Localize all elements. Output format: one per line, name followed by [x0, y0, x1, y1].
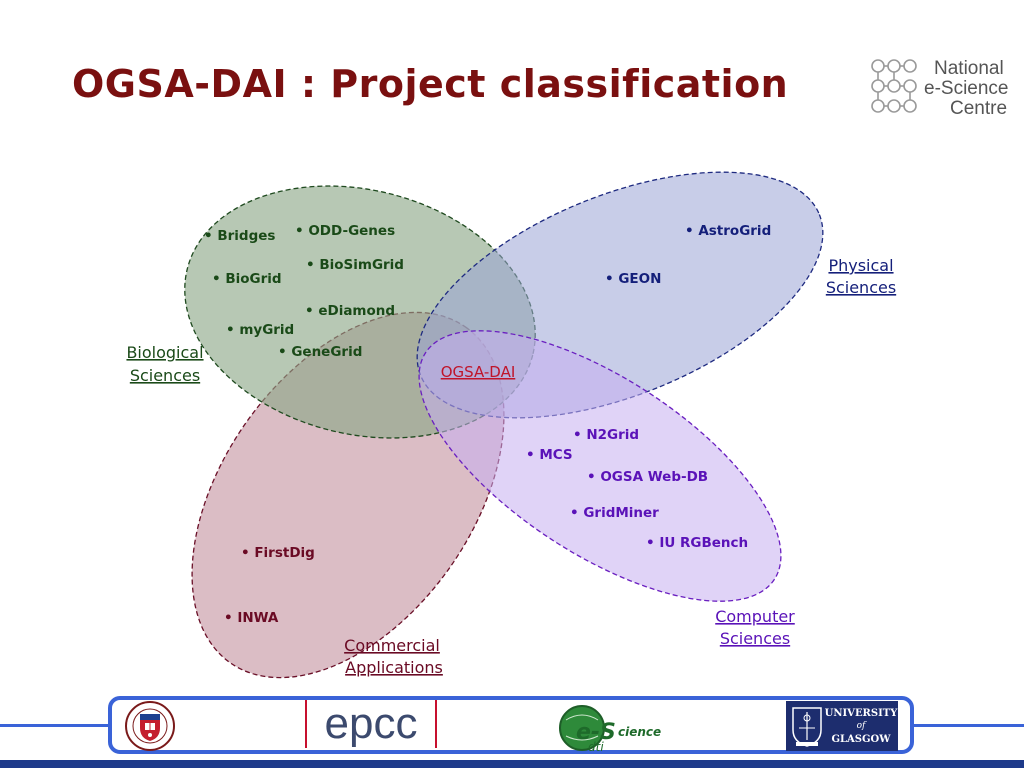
escience-e: e-S — [576, 720, 616, 745]
edinburgh-crest-icon — [125, 701, 175, 751]
label-biological-2: Sciences — [130, 366, 200, 385]
glasgow-logo: UNIVERSITY of GLASGOW — [786, 701, 898, 751]
nesc-line1: National — [934, 58, 1004, 79]
item-mcs: • MCS — [526, 447, 573, 463]
epcc-logo: epcc — [305, 699, 437, 748]
escience-rest: cience — [618, 725, 661, 739]
item-biosimgrid: • BioSimGrid — [306, 257, 404, 273]
glasgow-line2: of — [856, 720, 866, 731]
slide-title: OGSA-DAI : Project classification — [72, 62, 789, 106]
label-computer-2: Sciences — [720, 629, 790, 648]
label-commercial-2: Applications — [345, 658, 443, 677]
glasgow-line1: UNIVERSITY — [824, 707, 898, 719]
nesc-line2: e-Science — [924, 78, 1009, 99]
label-biological-1: Biological — [126, 343, 203, 362]
nesc-logo-icon: National e-Science Centre — [871, 58, 1009, 119]
item-geon: • GEON — [605, 271, 661, 287]
item-odd-genes: • ODD-Genes — [295, 223, 395, 239]
label-physical-2: Sciences — [826, 278, 896, 297]
label-computer-1: Computer — [715, 607, 795, 626]
item-ogsa-web-db: • OGSA Web-DB — [587, 469, 708, 485]
bottom-band — [0, 760, 1024, 768]
nesc-line3: Centre — [950, 98, 1007, 119]
footer-line-left — [0, 724, 110, 727]
item-ediamond: • eDiamond — [305, 303, 395, 319]
item-n2grid: • N2Grid — [573, 427, 639, 443]
region-computer — [418, 330, 782, 602]
item-gridminer: • GridMiner — [570, 505, 659, 521]
item-bridges: • Bridges — [204, 228, 275, 244]
item-astrogrid: • AstroGrid — [685, 223, 771, 239]
footer-logo-bar — [108, 696, 914, 754]
footer-line-right — [912, 724, 1024, 727]
item-inwa: • INWA — [224, 610, 279, 626]
item-biogrid: • BioGrid — [212, 271, 282, 287]
label-physical-1: Physical — [828, 256, 893, 275]
glasgow-line3: GLASGOW — [831, 733, 891, 745]
escience-dti: dti — [588, 740, 604, 754]
item-iu-rgbench: • IU RGBench — [646, 535, 748, 551]
center-label-ogsa-dai: OGSA-DAI — [441, 363, 516, 381]
glasgow-crest-icon — [792, 707, 822, 747]
label-commercial-1: Commercial — [344, 636, 440, 655]
item-firstdig: • FirstDig — [241, 545, 315, 561]
escience-dti-logo-icon: e-S cience dti — [559, 705, 661, 754]
item-mygrid: • myGrid — [226, 322, 294, 338]
item-genegrid: • GeneGrid — [278, 344, 362, 360]
